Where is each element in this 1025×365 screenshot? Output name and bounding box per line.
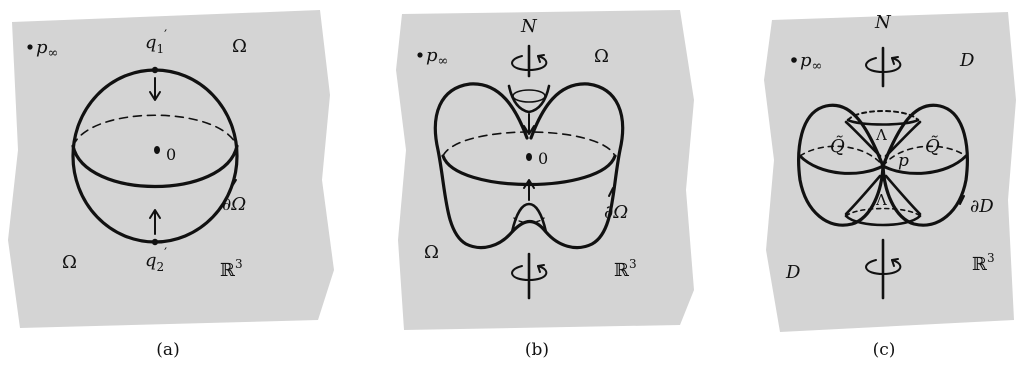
panel-c-neck-top-rim — [847, 110, 919, 121]
panel-c-bottom-rotation-arrow — [865, 259, 902, 275]
panel-c-top-rotation-head — [891, 56, 899, 65]
panel-b-boundary-tick — [608, 187, 614, 197]
panel-c-space-label: ℝ3 — [972, 251, 995, 275]
panel-a-omega-top-label: Ω — [232, 36, 247, 57]
panel-c: p∞ N D Λ Q̃ p Q̃ Λ ∂D D ℝ3 — [764, 12, 1016, 332]
panel-c-boundary-label: ∂D — [970, 196, 994, 217]
panel-b-bottom-neck — [510, 202, 548, 234]
panel-b-bottom-rotation-head — [537, 264, 545, 273]
panel-a-p-inf-label: p∞ — [36, 37, 58, 61]
panel-c-north-label: N — [874, 12, 892, 33]
panel-c-neck-bottom-left — [844, 174, 882, 216]
panel-a-origin-dot — [154, 146, 160, 154]
panel-c-q-left-label: Q̃ — [830, 135, 845, 157]
panel-b-background — [396, 10, 694, 330]
panel-c-left-lobe — [797, 103, 885, 227]
panel-c-right-equator-back — [882, 145, 967, 167]
panel-a-background — [8, 10, 334, 328]
panel-a-arrowhead-up — [149, 209, 161, 219]
panel-b-boundary-label: ∂Ω — [604, 202, 628, 223]
panel-a-point-q1 — [151, 66, 159, 74]
panel-b-body-outline — [433, 82, 625, 250]
panel-c-p-inf-label: p∞ — [800, 50, 822, 74]
panel-b-origin-dot — [526, 153, 532, 161]
panel-b-top-neck-rim — [512, 89, 546, 103]
panel-a-arrowhead-down — [149, 91, 161, 101]
panel-c-neck-top-rim-front — [846, 118, 920, 126]
panel-b-north-label: N — [520, 16, 538, 37]
panel-b-top-rotation-arrow — [511, 55, 548, 71]
panel-b-bottom-arrowhead — [523, 179, 535, 189]
panel-c-q-right-label: Q̃ — [925, 135, 940, 157]
panel-b-origin-label: 0 — [538, 149, 548, 168]
panel-b-p-inf-label: p∞ — [426, 45, 448, 69]
panel-c-lambda-top-label: Λ — [875, 126, 887, 144]
panel-c-neck-bottom-right — [884, 174, 922, 216]
panel-a-omega-bottom-label: Ω — [62, 252, 77, 273]
panel-b-top-arrowhead — [523, 125, 535, 135]
panel-c-left-equator-front — [798, 154, 885, 175]
panel-b-bottom-rotation-arrow — [511, 265, 548, 281]
panel-c-right-equator-front — [881, 154, 968, 175]
panel-b-omega-bottom-label: Ω — [424, 242, 439, 263]
panel-c-p-inf-dot — [791, 57, 797, 63]
panel-a-caption: (a) — [156, 340, 179, 360]
panel-a-space-label: ℝ3 — [220, 257, 243, 281]
panel-c-background — [764, 12, 1016, 332]
panel-c-lambda-bottom-label: Λ — [875, 191, 887, 209]
panel-c-boundary-tick — [959, 195, 965, 205]
panel-c-p-point-label: p — [898, 151, 909, 171]
panel-b-caption: (b) — [525, 340, 549, 360]
panel-b-p-inf-dot — [417, 52, 423, 58]
panel-a-equator-back — [72, 114, 238, 147]
panel-c-domain-bottom-label: D — [785, 262, 801, 283]
panel-a-q2-label: q2′ — [145, 246, 167, 274]
panel-c-left-equator-back — [799, 145, 884, 167]
panel-c-caption: (c) — [873, 340, 896, 360]
panel-b-space-label: ℝ3 — [614, 257, 637, 281]
panel-a-equator-front — [71, 144, 239, 189]
panel-a-boundary-tick — [230, 179, 237, 189]
panel-a: p∞ Ω q1′ 0 ∂Ω Ω q2′ ℝ3 — [8, 10, 334, 328]
panel-a-point-q2 — [151, 238, 159, 246]
panel-c-right-lobe — [881, 103, 969, 227]
panel-a-q1-label: q1′ — [145, 28, 167, 56]
panel-b: p∞ N Ω 0 ∂Ω Ω ℝ3 — [396, 10, 694, 330]
panel-c-domain-top-label: D — [959, 50, 975, 71]
panel-a-p-inf-dot — [27, 44, 33, 50]
panel-a-origin-label: 0 — [166, 145, 176, 164]
panel-b-top-rotation-head — [537, 54, 545, 63]
panel-c-top-rotation-arrow — [865, 57, 902, 73]
panel-c-neck-bottom-rim — [844, 214, 922, 227]
panel-b-omega-top-label: Ω — [594, 46, 609, 67]
panel-a-boundary-label: ∂Ω — [222, 194, 246, 215]
panel-c-bottom-rotation-head — [891, 258, 899, 267]
panel-b-bottom-neck-rim — [513, 217, 545, 224]
